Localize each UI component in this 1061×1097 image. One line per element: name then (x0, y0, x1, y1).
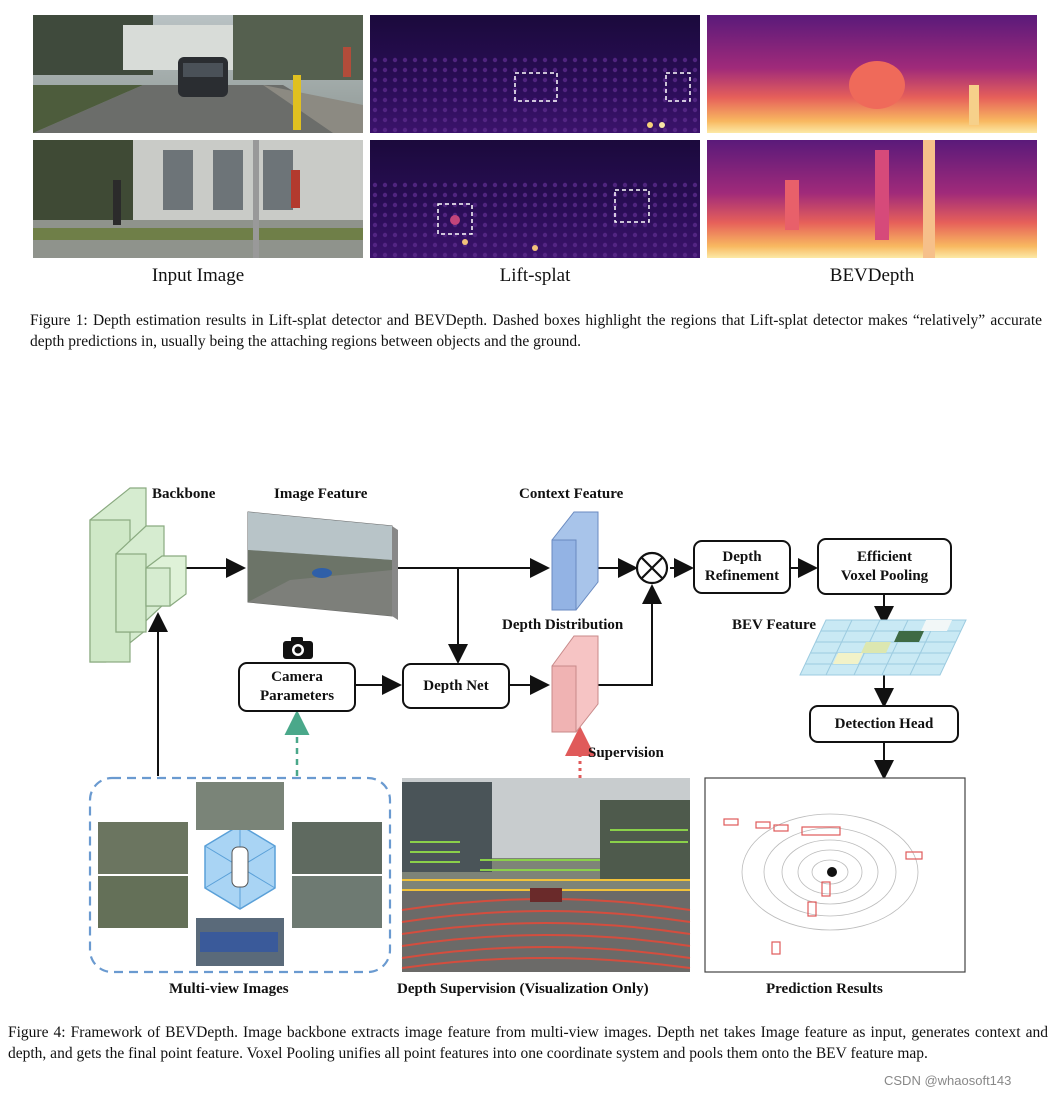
lift-splat-top (370, 15, 700, 133)
prediction-results-image (704, 777, 966, 973)
view-thumb (196, 782, 284, 830)
backbone-blocks (89, 487, 187, 663)
view-thumb (292, 822, 382, 874)
voxel-pooling-line1: Efficient (857, 548, 912, 565)
label-depth-supervision: Depth Supervision (Visualization Only) (397, 981, 649, 997)
depth-refinement-box: Depth Refinement (693, 540, 791, 594)
depth-refinement-line2: Refinement (704, 568, 780, 584)
lift-splat-depth-map (370, 15, 700, 133)
voxel-pooling-box: Efficient Voxel Pooling (817, 538, 952, 595)
context-feature-block (551, 511, 599, 611)
label-context-feature: Context Feature (519, 486, 624, 502)
input-image-top (33, 15, 363, 133)
camera-icon (283, 637, 313, 659)
csdn-watermark: CSDN @whaosoft143 (884, 1073, 1012, 1088)
car-icon (204, 824, 276, 910)
bevdepth-depth-map (707, 15, 1037, 133)
depth-supervision-image (401, 778, 691, 972)
view-thumb (98, 876, 188, 928)
label-prediction-results: Prediction Results (766, 981, 883, 997)
voxel-pooling-line2: Voxel Pooling (840, 567, 929, 584)
figure-1-caption: Figure 1: Depth estimation results in Li… (30, 312, 1042, 350)
label-supervision: Supervision (588, 745, 664, 761)
depth-distribution-block (551, 635, 599, 733)
detection-head-box: Detection Head (809, 705, 959, 743)
camera-parameters-box: Camera Parameters (238, 662, 356, 712)
camera-parameters-line2: Parameters (259, 688, 335, 704)
input-image-bottom (33, 140, 363, 258)
image-feature-slab (247, 511, 398, 620)
label-lift-splat: Lift-splat (499, 265, 571, 286)
camera-parameters-line1: Camera (271, 669, 323, 685)
bevdepth-depth-map (707, 140, 1037, 258)
depth-net-label: Depth Net (423, 677, 489, 694)
framework-connectors (88, 487, 967, 974)
detection-head-label: Detection Head (834, 715, 934, 732)
label-input-image: Input Image (151, 265, 245, 286)
bevdepth-bottom (707, 140, 1037, 258)
depth-net-box: Depth Net (402, 663, 510, 709)
label-depth-distribution: Depth Distribution (502, 617, 624, 633)
lift-splat-bottom (370, 140, 700, 258)
figure-4-caption: Figure 4: Framework of BEVDepth. Image b… (8, 1024, 1048, 1062)
view-thumb (292, 876, 382, 928)
label-image-feature: Image Feature (274, 486, 368, 502)
multi-view-container (88, 776, 392, 974)
label-bev-feature: BEV Feature (732, 617, 817, 633)
street-scene-photo (33, 15, 363, 133)
street-scene-photo (33, 140, 363, 258)
label-multi-view-images: Multi-view Images (169, 981, 289, 997)
multiply-icon (635, 551, 669, 585)
bev-feature-grid (799, 619, 967, 676)
view-thumb (98, 822, 188, 874)
lift-splat-depth-map (370, 140, 700, 258)
bevdepth-top (707, 15, 1037, 133)
label-backbone: Backbone (152, 486, 216, 502)
label-bevdepth: BEVDepth (829, 265, 915, 286)
depth-refinement-line1: Depth (722, 549, 762, 565)
